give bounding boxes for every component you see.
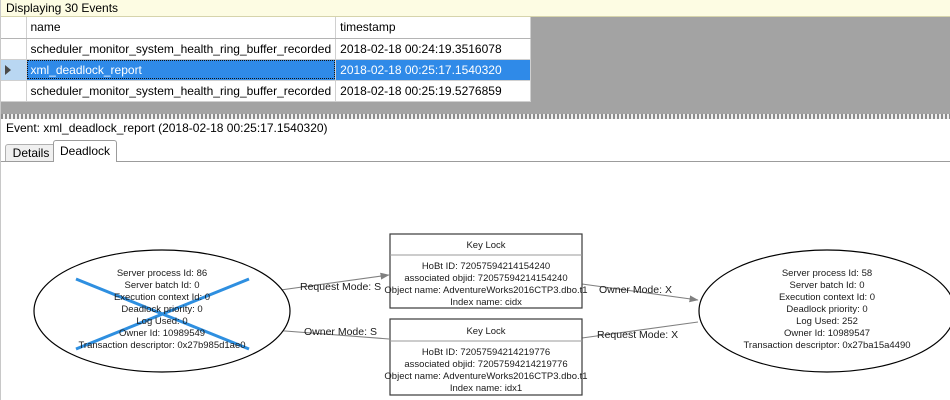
key-lock-top-line-1: HoBt ID: 72057594214154240 bbox=[422, 261, 550, 272]
row-selector-cell[interactable] bbox=[1, 38, 27, 60]
key-lock-bottom-line-3: Object name: AdventureWorks2016CTP3.dbo.… bbox=[384, 371, 587, 382]
cell-timestamp[interactable]: 2018-02-18 00:25:19.5276859 bbox=[335, 80, 532, 102]
edge-bottom-right[interactable]: Request Mode: X bbox=[573, 321, 699, 343]
tab-details[interactable]: Details bbox=[5, 144, 57, 162]
deadlock-graph-pane[interactable]: Request Mode: S Owner Mode: S Owner Mode… bbox=[1, 161, 950, 400]
process-left-line-5: Log Used: 0 bbox=[136, 316, 187, 327]
events-grid-caption: Displaying 30 Events bbox=[1, 0, 950, 17]
table-row[interactable]: scheduler_monitor_system_health_ring_buf… bbox=[1, 80, 532, 102]
edge-top-right-label: Owner Mode: X bbox=[599, 284, 672, 296]
events-table[interactable]: name timestamp scheduler_monitor_system_… bbox=[1, 17, 532, 102]
edge-bottom-right-label: Request Mode: X bbox=[597, 329, 678, 341]
row-selector-triangle-icon bbox=[5, 64, 11, 75]
edge-top-right[interactable]: Owner Mode: X bbox=[581, 283, 699, 303]
process-left-line-6: Owner Id: 10989549 bbox=[119, 328, 205, 339]
key-lock-bottom-title: Key Lock bbox=[466, 326, 505, 337]
table-header-row: name timestamp bbox=[1, 17, 532, 39]
key-lock-top-line-3: Object name: AdventureWorks2016CTP3.dbo.… bbox=[384, 285, 587, 296]
process-right-line-2: Server batch Id: 0 bbox=[790, 280, 865, 291]
column-header-selector[interactable] bbox=[1, 17, 27, 39]
tab-deadlock[interactable]: Deadlock bbox=[53, 140, 117, 162]
cell-name[interactable]: scheduler_monitor_system_health_ring_buf… bbox=[26, 80, 337, 102]
deadlock-graph-svg: Request Mode: S Owner Mode: S Owner Mode… bbox=[33, 233, 950, 396]
cell-timestamp[interactable]: 2018-02-18 00:25:17.1540320 bbox=[335, 59, 532, 81]
row-selector-cell[interactable] bbox=[1, 59, 27, 81]
process-left-line-3: Execution context Id: 0 bbox=[114, 292, 210, 303]
cell-timestamp[interactable]: 2018-02-18 00:24:19.3516078 bbox=[335, 38, 532, 60]
process-left-line-2: Server batch Id: 0 bbox=[125, 280, 200, 291]
edge-top-left-label: Request Mode: S bbox=[300, 281, 381, 293]
horizontal-splitter[interactable] bbox=[1, 114, 950, 119]
edge-bottom-left-label: Owner Mode: S bbox=[304, 326, 377, 338]
row-selector-cell[interactable] bbox=[1, 80, 27, 102]
event-header-label: Event: xml_deadlock_report (2018-02-18 0… bbox=[1, 119, 950, 138]
column-header-timestamp[interactable]: timestamp bbox=[335, 17, 532, 39]
process-right-line-5: Log Used: 252 bbox=[796, 316, 858, 327]
process-right-line-7: Transaction descriptor: 0x27ba15a4490 bbox=[743, 340, 910, 351]
key-lock-bottom-line-4: Index name: idx1 bbox=[450, 383, 522, 394]
process-right-line-3: Execution context Id: 0 bbox=[779, 292, 875, 303]
cell-name[interactable]: scheduler_monitor_system_health_ring_buf… bbox=[26, 38, 337, 60]
key-lock-top-line-2: associated objid: 72057594214154240 bbox=[404, 273, 567, 284]
key-lock-top-line-4: Index name: cidx bbox=[450, 297, 522, 308]
process-right-line-6: Owner Id: 10989547 bbox=[784, 328, 870, 339]
key-lock-bottom-line-1: HoBt ID: 72057594214219776 bbox=[422, 347, 550, 358]
table-row-selected[interactable]: xml_deadlock_report 2018-02-18 00:25:17.… bbox=[1, 59, 532, 81]
victim-cross-icon bbox=[75, 277, 250, 351]
key-lock-bottom-line-2: associated objid: 72057594214219776 bbox=[404, 359, 567, 370]
process-node-right[interactable]: Server process Id: 58 Server batch Id: 0… bbox=[698, 249, 950, 373]
resource-node-key-lock-top[interactable]: Key Lock HoBt ID: 72057594214154240 asso… bbox=[384, 233, 588, 309]
process-right-line-4: Deadlock priority: 0 bbox=[786, 304, 867, 315]
table-row[interactable]: scheduler_monitor_system_health_ring_buf… bbox=[1, 38, 532, 60]
process-left-line-7: Transaction descriptor: 0x27b985d1ae0 bbox=[78, 340, 245, 351]
detail-tabstrip: Details Deadlock bbox=[1, 140, 950, 162]
events-grid-panel: Displaying 30 Events name timestamp sche… bbox=[1, 0, 950, 119]
cell-name[interactable]: xml_deadlock_report bbox=[26, 59, 337, 81]
process-right-line-1: Server process Id: 58 bbox=[782, 268, 872, 279]
column-header-name[interactable]: name bbox=[26, 17, 337, 39]
process-left-line-1: Server process Id: 86 bbox=[117, 268, 207, 279]
key-lock-top-title: Key Lock bbox=[466, 240, 505, 251]
process-node-left[interactable]: Server process Id: 86 Server batch Id: 0… bbox=[33, 249, 291, 373]
process-left-line-4: Deadlock priority: 0 bbox=[121, 304, 202, 315]
resource-node-key-lock-bottom[interactable]: Key Lock HoBt ID: 72057594214219776 asso… bbox=[384, 318, 588, 396]
